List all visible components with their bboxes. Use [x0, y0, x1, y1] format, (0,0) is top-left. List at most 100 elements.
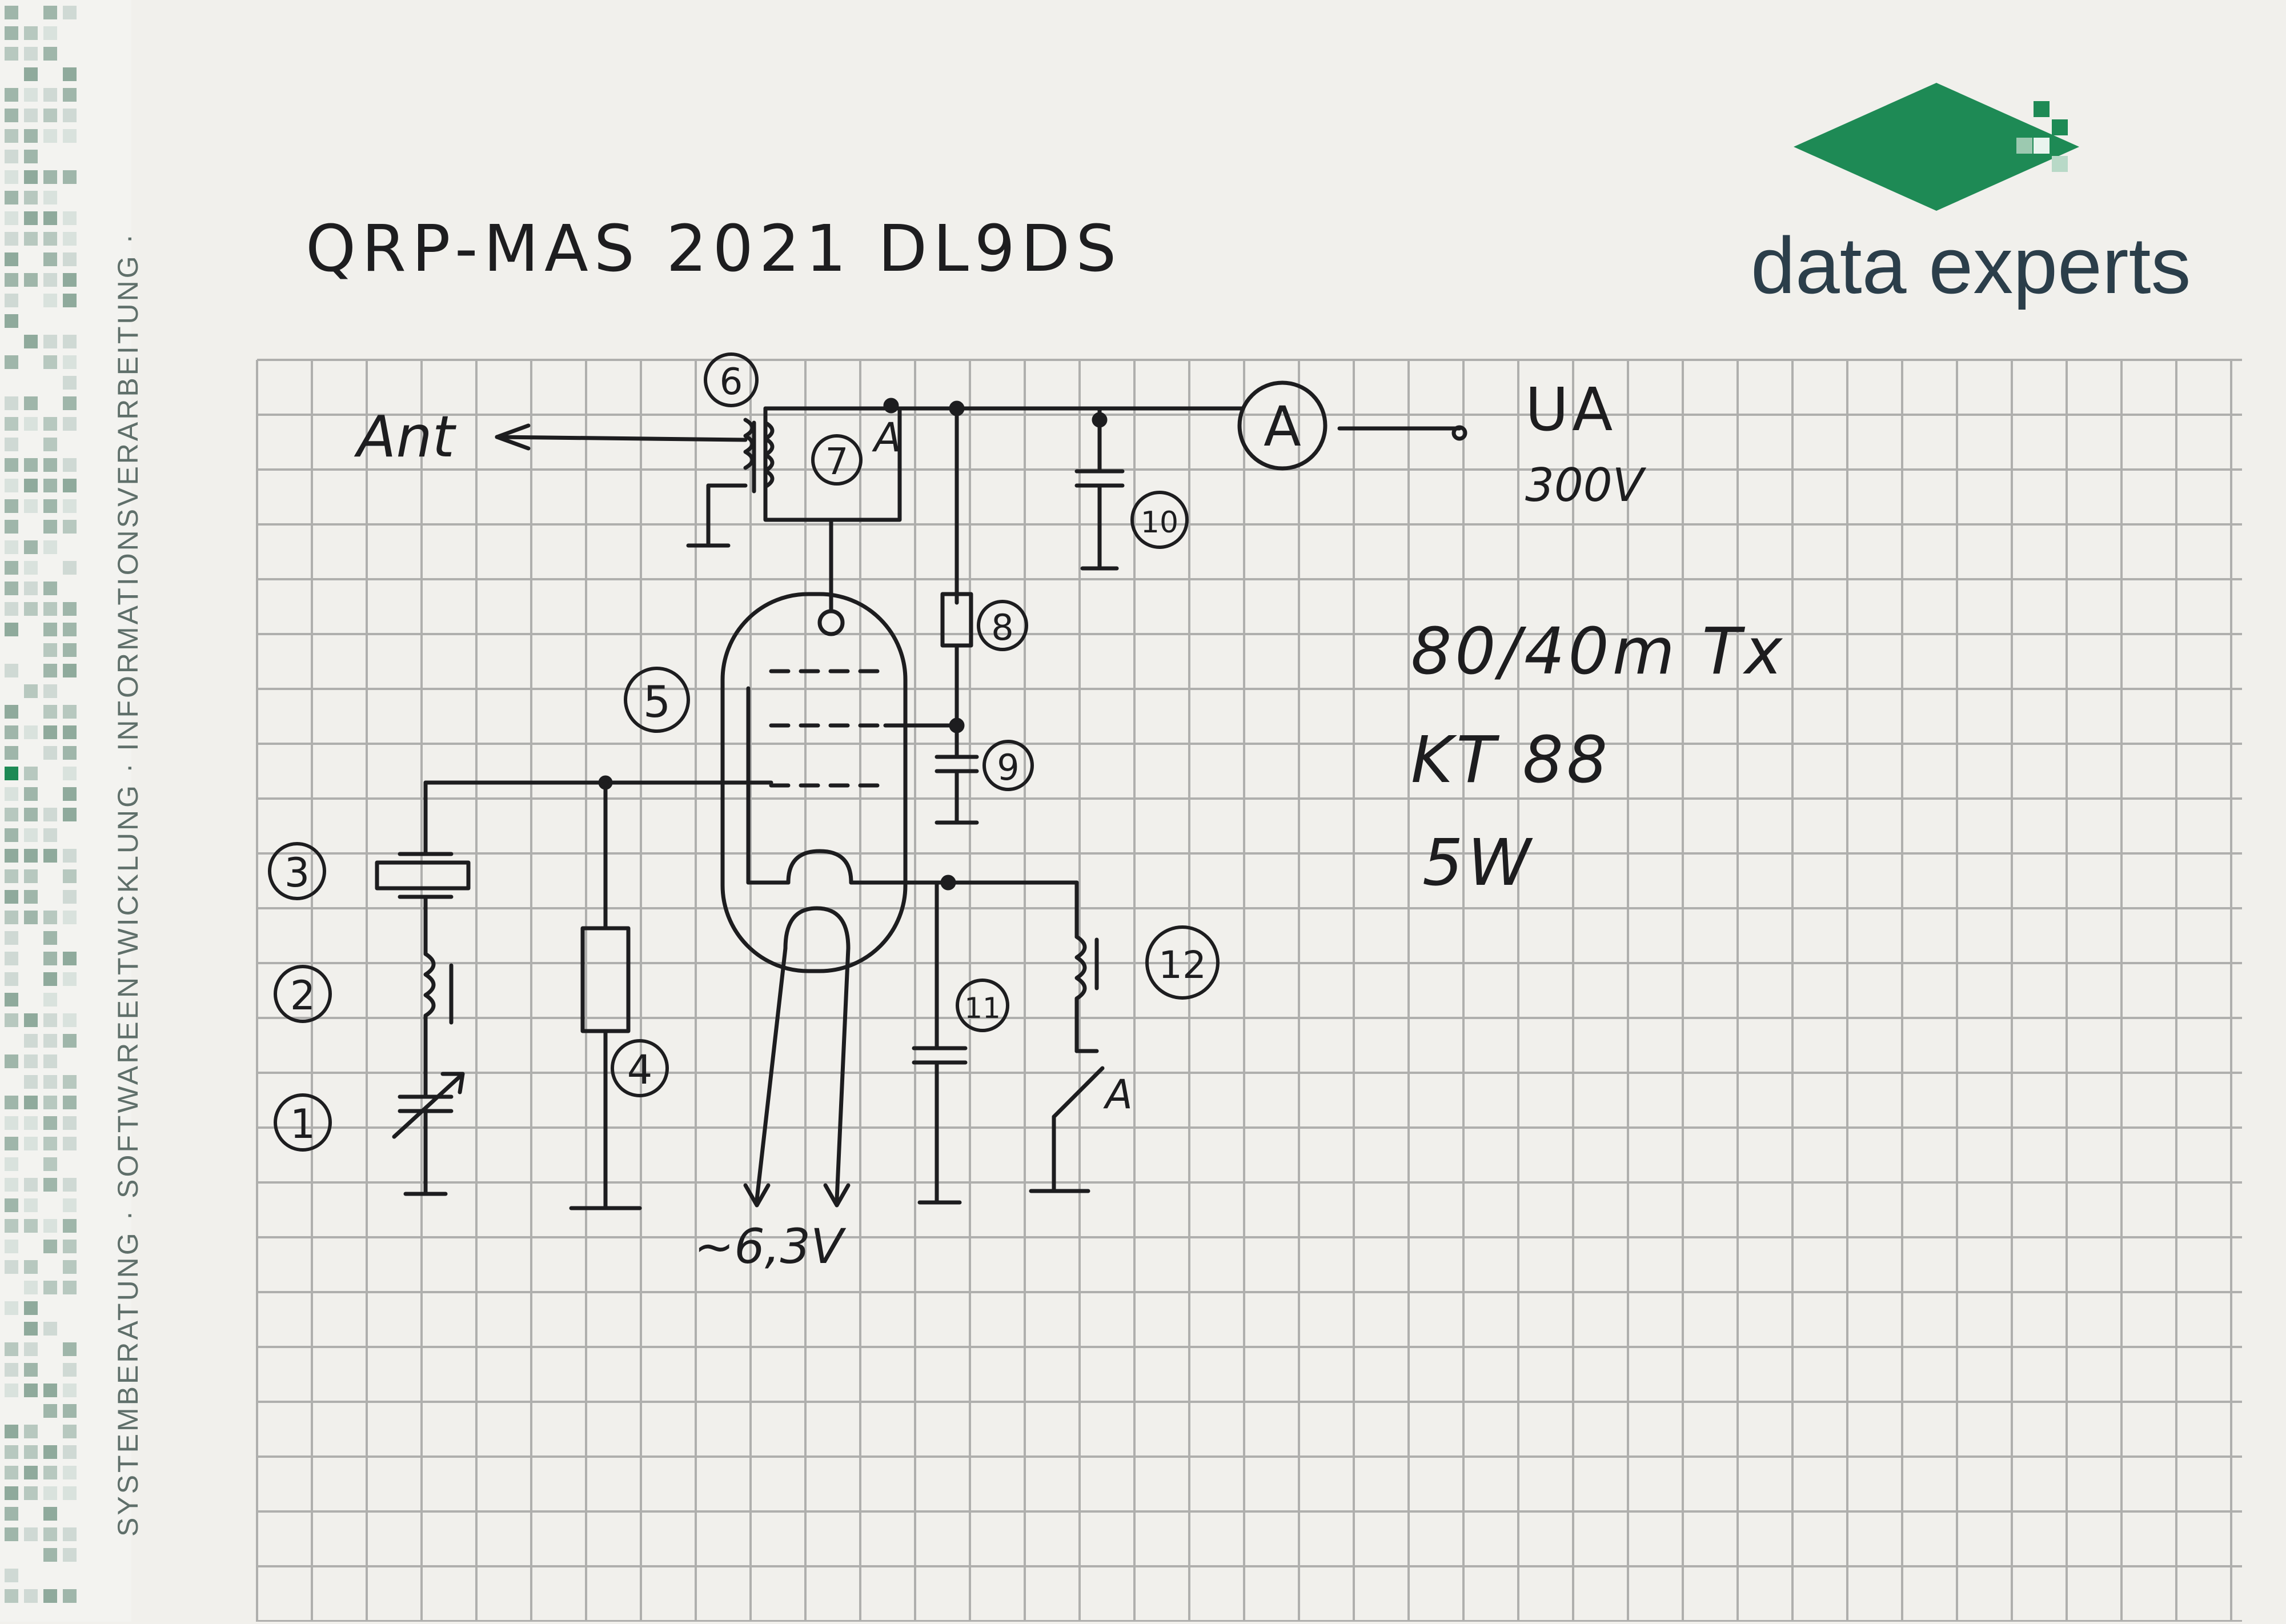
component-label-2: 2 [274, 965, 332, 1023]
band-note: 80/40m Tx [1411, 615, 1786, 689]
sidebar-square [5, 787, 18, 801]
sidebar-square [24, 47, 38, 61]
sidebar-square [24, 684, 38, 698]
sidebar-square [5, 725, 18, 739]
sidebar-square [5, 1260, 18, 1274]
sidebar-square [43, 1178, 57, 1192]
sidebar-square [24, 1527, 38, 1541]
sidebar-square [24, 232, 38, 246]
sidebar-square [63, 602, 77, 616]
sidebar-square [24, 170, 38, 184]
component-label-8: 8 [977, 600, 1028, 651]
sidebar-square [5, 355, 18, 369]
sidebar-square [63, 1281, 77, 1294]
sidebar-square [63, 1096, 77, 1109]
sidebar-square [43, 705, 57, 719]
sidebar-square [63, 294, 77, 307]
sidebar-square [63, 911, 77, 924]
component-label-12: 12 [1145, 925, 1220, 1000]
sidebar-square [63, 623, 77, 636]
sidebar-square [63, 1137, 77, 1150]
sidebar-square [24, 109, 38, 122]
sidebar-square [5, 1137, 18, 1150]
component-label-10: 10 [1130, 491, 1189, 549]
sidebar-square [5, 828, 18, 842]
sidebar-square [5, 1178, 18, 1192]
sidebar-square [43, 623, 57, 636]
sidebar-square [63, 396, 77, 410]
sidebar-square [5, 931, 18, 945]
sidebar-square [63, 1425, 77, 1438]
sidebar-square [24, 458, 38, 472]
component-label-4: 4 [611, 1039, 669, 1097]
sidebar-square [63, 376, 77, 390]
sidebar-square [5, 540, 18, 554]
sidebar-square [63, 1445, 77, 1459]
sidebar-square [43, 602, 57, 616]
sidebar-square [24, 725, 38, 739]
sidebar-pattern [5, 6, 77, 1603]
sidebar-square [63, 1527, 77, 1541]
sidebar-square [24, 1116, 38, 1130]
sidebar-square [43, 540, 57, 554]
sidebar-square [24, 808, 38, 821]
sidebar-square [63, 664, 77, 677]
sidebar-square [43, 725, 57, 739]
sidebar-square [5, 623, 18, 636]
sidebar-square [5, 26, 18, 40]
component-label-6: 6 [704, 352, 759, 407]
sidebar-square [43, 684, 57, 698]
sidebar-square [24, 582, 38, 595]
sidebar-square [24, 1198, 38, 1212]
sidebar-square [63, 1013, 77, 1027]
sidebar-square [63, 6, 77, 19]
sidebar-square [63, 787, 77, 801]
sidebar-square [63, 746, 77, 760]
sidebar-square [5, 1363, 18, 1377]
sidebar-square [63, 1363, 77, 1377]
sidebar-square [63, 972, 77, 986]
sidebar-square [43, 972, 57, 986]
sidebar-square [5, 602, 18, 616]
component-labels: 1 2 3 4 5 6 7 8 9 10 11 12 [268, 352, 1220, 1152]
svg-text:7: 7 [825, 441, 849, 483]
sidebar-square [43, 1548, 57, 1562]
sidebar-square [43, 1466, 57, 1479]
data-experts-logo-icon [1794, 83, 2079, 211]
sidebar-square [24, 1219, 38, 1233]
sidebar-square [63, 890, 77, 904]
sidebar-square [43, 458, 57, 472]
sidebar-square [24, 417, 38, 431]
sidebar-square [5, 191, 18, 204]
sidebar-square [63, 1075, 77, 1089]
sidebar-square [43, 129, 57, 143]
meter-icon: A [1237, 380, 1328, 471]
sidebar-square [5, 396, 18, 410]
sidebar-square [5, 1342, 18, 1356]
sidebar-square [43, 1281, 57, 1294]
sidebar-square [43, 582, 57, 595]
sidebar-accent-square [5, 767, 18, 780]
sidebar-square [43, 335, 57, 348]
sidebar-square [43, 1054, 57, 1068]
sidebar-square [24, 1096, 38, 1109]
sidebar-square [43, 849, 57, 863]
sidebar-square [5, 582, 18, 595]
sidebar-square [63, 725, 77, 739]
sidebar-square [5, 109, 18, 122]
sidebar-square [43, 47, 57, 61]
sidebar-square [63, 869, 77, 883]
sidebar-square [43, 643, 57, 657]
sidebar-square [5, 150, 18, 163]
sidebar-square [5, 952, 18, 965]
sidebar-square [43, 438, 57, 451]
sidebar-square [5, 1569, 18, 1582]
sidebar-square [63, 109, 77, 122]
sidebar-square [43, 232, 57, 246]
sidebar-square [24, 1260, 38, 1274]
sidebar-square [63, 1589, 77, 1603]
component-label-9: 9 [982, 740, 1034, 791]
sidebar-square [24, 1342, 38, 1356]
sidebar-square [63, 1198, 77, 1212]
